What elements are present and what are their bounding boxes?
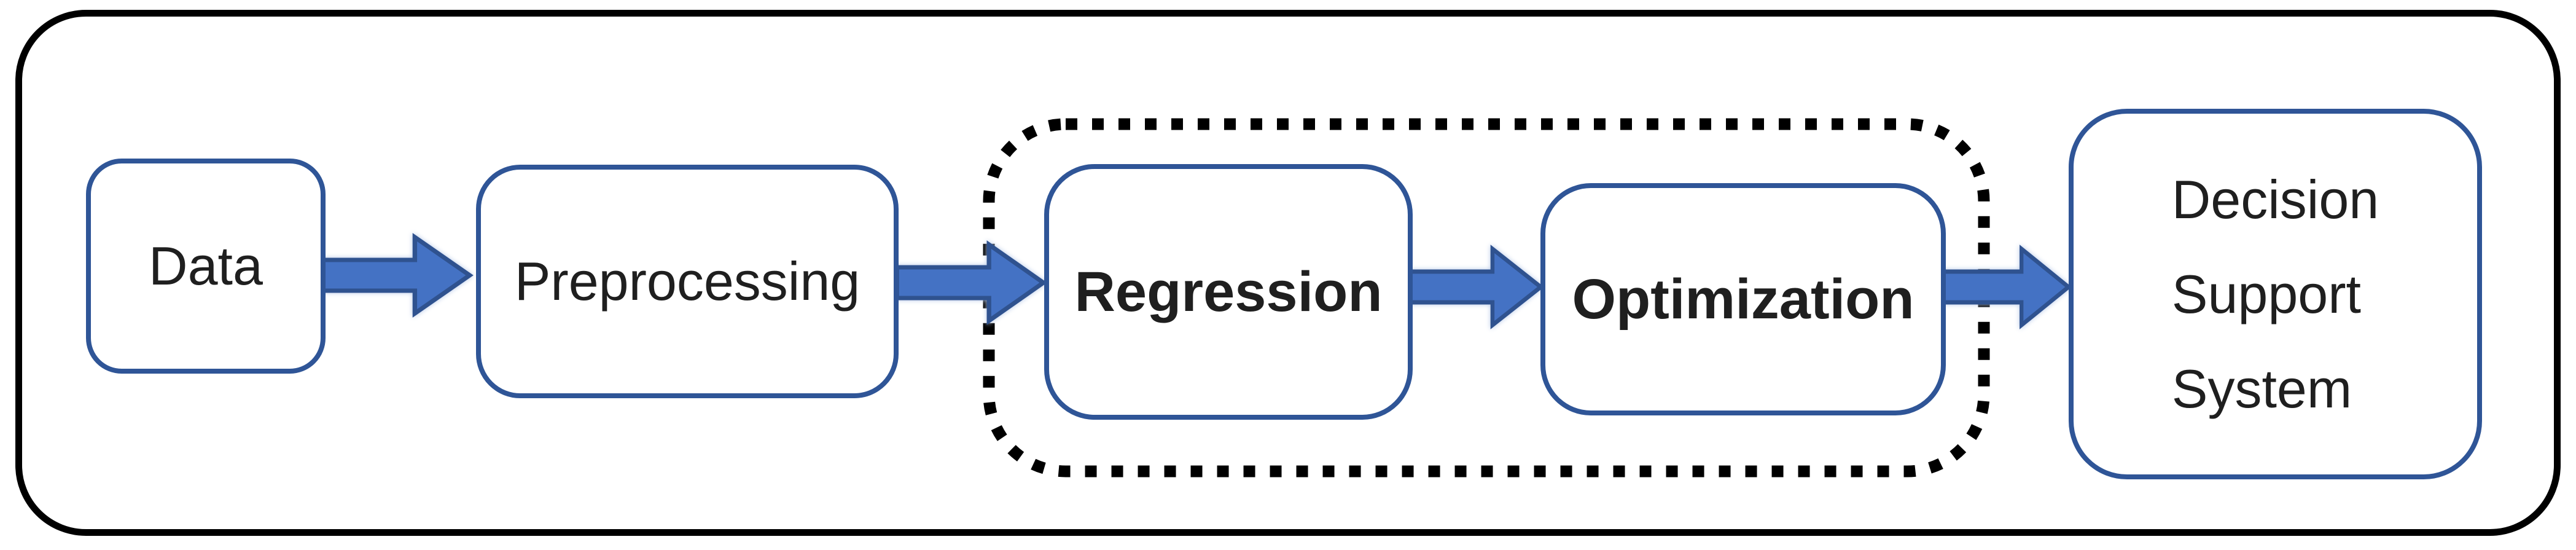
flow-arrow-icon: [1940, 245, 2072, 329]
flow-arrow-icon: [319, 233, 474, 318]
node-optimization-label: Optimization: [1572, 267, 1914, 331]
node-preprocessing-label: Preprocessing: [514, 251, 861, 312]
node-decision-support-system-label: Decision Support System: [2171, 168, 2379, 419]
node-optimization: Optimization: [1540, 183, 1946, 415]
node-regression-label: Regression: [1074, 260, 1383, 323]
node-preprocessing: Preprocessing: [476, 165, 899, 398]
node-decision-support-system: Decision Support System: [2069, 109, 2482, 479]
flow-arrow-icon: [894, 240, 1047, 325]
node-regression: Regression: [1044, 164, 1413, 420]
flow-arrow-icon: [1408, 245, 1545, 329]
node-data-label: Data: [149, 235, 263, 296]
node-data: Data: [86, 159, 326, 374]
